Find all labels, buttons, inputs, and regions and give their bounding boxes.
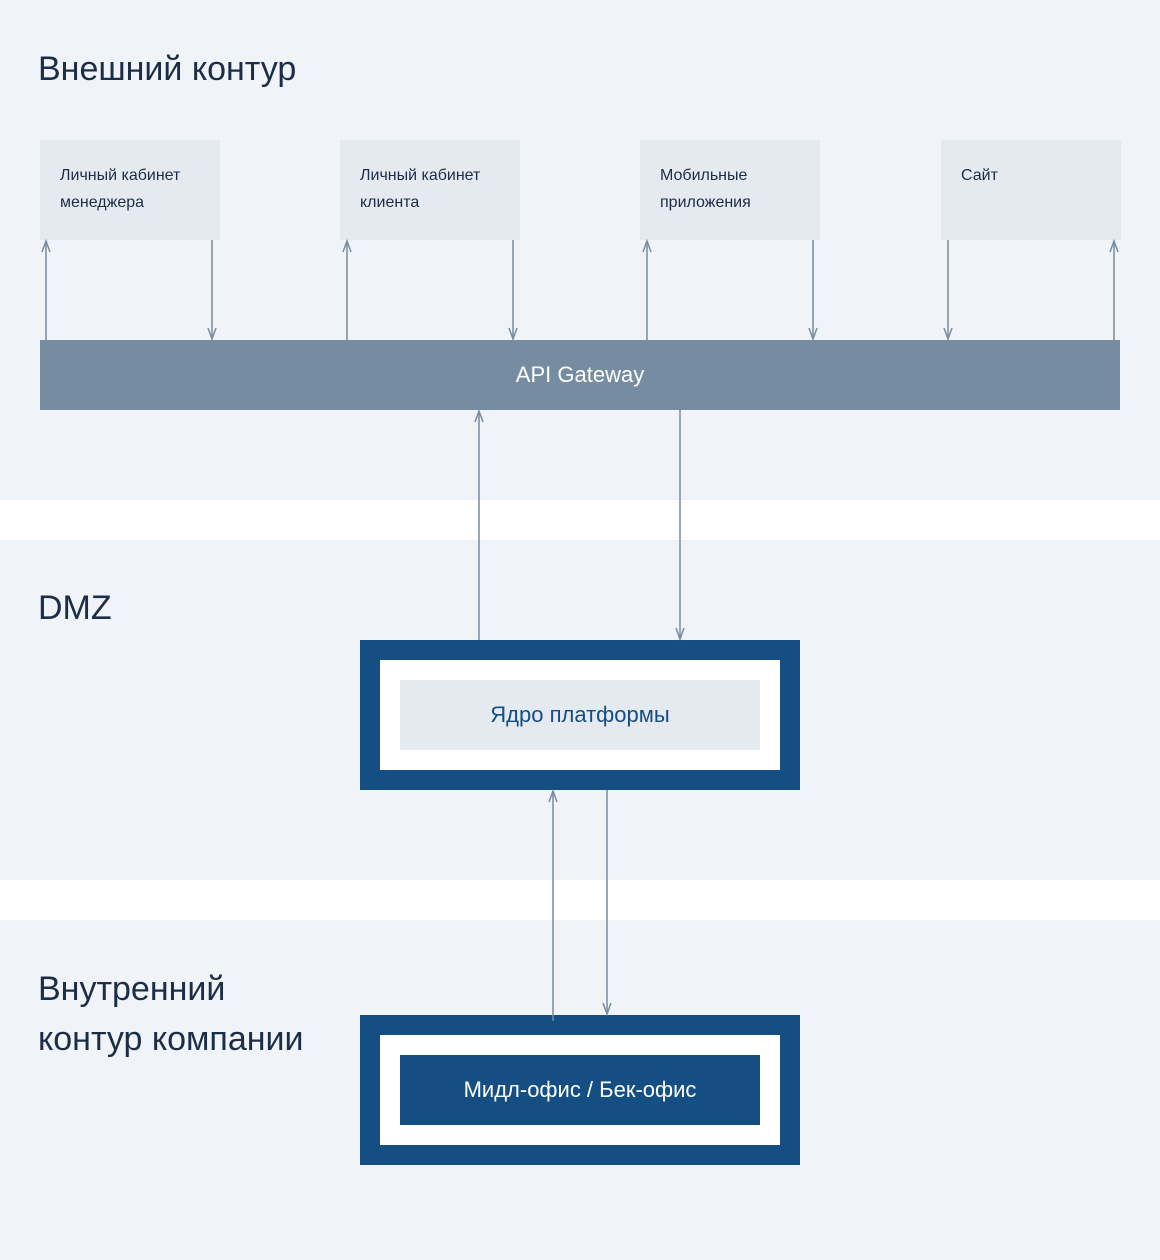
external-zone: Внешний контур — [0, 0, 1160, 500]
backoffice-box: Мидл-офис / Бек-офис — [400, 1055, 760, 1125]
platform-core-frame: Ядро платформы — [360, 640, 800, 790]
backoffice-label: Мидл-офис / Бек-офис — [463, 1077, 697, 1102]
platform-core-label: Ядро платформы — [490, 702, 670, 727]
client-box-website: Сайт — [941, 140, 1121, 240]
external-zone-title: Внешний контур — [38, 50, 297, 88]
dmz-zone: DMZ — [0, 540, 1160, 880]
client-box-mobile-apps: Мобильные приложения — [640, 140, 820, 240]
api-gateway-label: API Gateway — [515, 362, 645, 387]
client-box-client-cabinet: Личный кабинет клиента — [340, 140, 520, 240]
internal-zone-title: Внутренний контур компании — [38, 970, 304, 1058]
platform-core-box: Ядро платформы — [400, 680, 760, 750]
api-gateway-bar: API Gateway — [40, 340, 1120, 410]
dmz-zone-title: DMZ — [38, 589, 112, 627]
client-box-manager-cabinet: Личный кабинет менеджера — [40, 140, 220, 240]
backoffice-frame: Мидл-офис / Бек-офис — [360, 1015, 800, 1165]
